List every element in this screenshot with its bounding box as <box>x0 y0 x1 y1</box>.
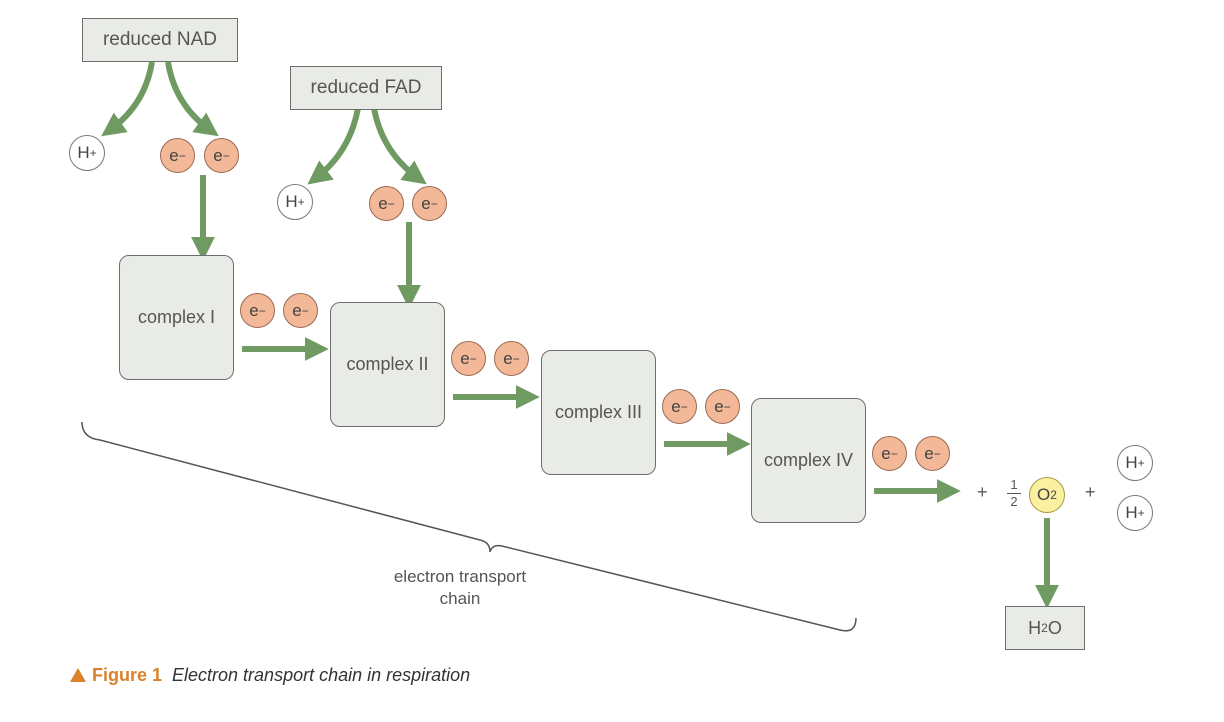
nad-to-electrons-arrow <box>165 61 219 137</box>
electron-c3-1: e− <box>662 389 697 424</box>
brace-label: electron transport chain <box>365 566 555 610</box>
complex-1-box: complex I <box>119 255 234 380</box>
complex-2-box: complex II <box>330 302 445 427</box>
electron-c4-1: e− <box>872 436 907 471</box>
electron-fad-2: e− <box>412 186 447 221</box>
brace <box>81 421 857 632</box>
electron-c4-2: e− <box>915 436 950 471</box>
complex-3-label: complex III <box>554 402 643 422</box>
electron-fad-1: e− <box>369 186 404 221</box>
brace-label-line-2: chain <box>439 589 481 608</box>
figure-caption: Figure 1 Electron transport chain in resp… <box>70 665 470 686</box>
electron-c1-1: e− <box>240 293 275 328</box>
half-fraction: 1 2 <box>1007 478 1021 509</box>
complex-4-label: complex IV <box>763 450 854 470</box>
electron-nad-1: e− <box>160 138 195 173</box>
figure-title: Electron transport chain in respiration <box>172 665 471 685</box>
plus-sign-2: + <box>1085 482 1096 502</box>
proton-product-2: H+ <box>1117 495 1153 531</box>
caption-triangle-icon <box>70 668 86 682</box>
electron-c3-2: e− <box>705 389 740 424</box>
complex-2-label: complex II <box>346 354 429 374</box>
fad-to-electrons-arrow <box>371 107 427 185</box>
reduced-nad-label: reduced NAD <box>102 29 218 50</box>
plus-sign-1: + <box>977 482 988 502</box>
reduced-fad-label: reduced FAD <box>310 77 422 98</box>
half-numerator: 1 <box>1010 477 1018 492</box>
fad-to-proton-arrow <box>307 107 361 185</box>
complex-1-label: complex I <box>137 307 216 327</box>
proton-fad: H+ <box>277 184 313 220</box>
proton-nad: H+ <box>69 135 105 171</box>
complex-4-box: complex IV <box>751 398 866 523</box>
electron-nad-2: e− <box>204 138 239 173</box>
brace-label-line-1: electron transport <box>393 567 527 586</box>
proton-product-1: H+ <box>1117 445 1153 481</box>
reduced-fad-box: reduced FAD <box>290 66 442 110</box>
electron-c2-2: e− <box>494 341 529 376</box>
nad-to-proton-arrow <box>101 61 155 137</box>
electron-c2-1: e− <box>451 341 486 376</box>
complex-3-box: complex III <box>541 350 656 475</box>
figure-number: Figure 1 <box>92 665 163 685</box>
half-denominator: 2 <box>1010 494 1018 509</box>
electron-c1-2: e− <box>283 293 318 328</box>
reduced-nad-box: reduced NAD <box>82 18 238 62</box>
